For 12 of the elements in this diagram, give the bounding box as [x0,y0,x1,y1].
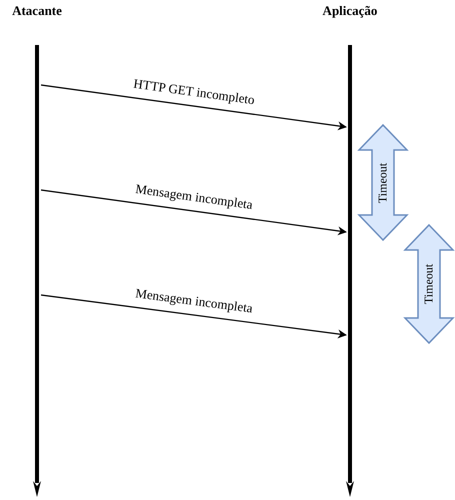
edge-label: Mensagem incompleta [134,181,254,213]
edge-label: Mensagem incompleta [134,285,254,317]
timeout-interval-shape [358,124,408,241]
message-arrow [40,189,347,236]
timeout-interval-shape [404,224,454,344]
participant-label: Aplicação [322,3,378,19]
participant-label: Atacante [12,3,62,19]
timeout-label: Timeout [376,162,390,203]
message-arrow [40,294,347,338]
message-arrow [40,84,347,130]
edge-label: HTTP GET incompleto [132,76,256,108]
timeout-label: Timeout [422,264,436,304]
